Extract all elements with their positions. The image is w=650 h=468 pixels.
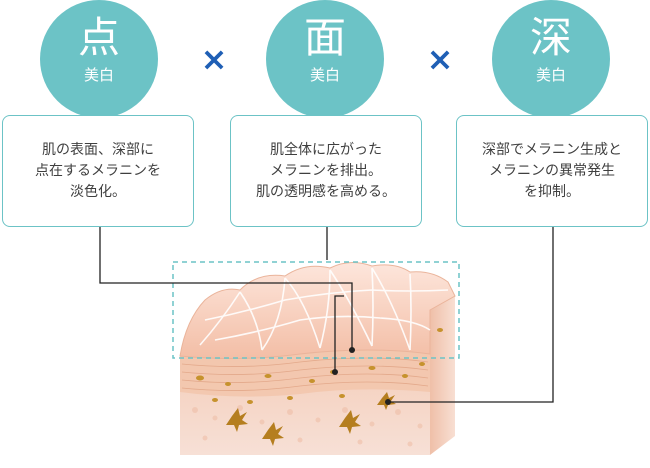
deep-desc-line-2: メラニンの異常発生 xyxy=(489,163,615,179)
connector-lines xyxy=(99,227,554,403)
point-desc-line-3: 淡色化。 xyxy=(70,184,126,200)
skin-surface xyxy=(179,262,456,360)
point-kanji: 点 xyxy=(77,13,120,62)
epidermis-band xyxy=(180,350,430,397)
connector-deep-a xyxy=(334,295,344,372)
deep-description-box: 深部でメラニン生成と メラニンの異常発生 を抑制。 xyxy=(456,115,648,227)
point-desc-line-1: 肌の表面、深部に xyxy=(42,142,154,158)
deep-desc-line-3: を抑制。 xyxy=(524,184,580,200)
deep-desc-line-1: 深部でメラニン生成と xyxy=(482,142,622,158)
surface-desc-line-2: メラニンを排出。 xyxy=(270,163,382,179)
point-label: 美白 xyxy=(83,66,114,84)
surface-label: 美白 xyxy=(309,66,340,84)
multiply-icon: × xyxy=(200,40,228,78)
epidermis-stripes xyxy=(181,357,429,391)
surface-whitening-circle: 面 美白 xyxy=(266,0,384,118)
connector-deep xyxy=(388,227,554,403)
skin-side-face xyxy=(430,296,455,455)
point-whitening-circle: 点 美白 xyxy=(40,0,158,118)
deep-label: 美白 xyxy=(535,66,566,84)
dermis-cells xyxy=(192,405,423,447)
point-desc-line-2: 点在するメラニンを xyxy=(35,163,161,179)
surface-desc-line-1: 肌全体に広がった xyxy=(270,142,382,158)
surface-kanji: 面 xyxy=(303,13,346,62)
point-description-box: 肌の表面、深部に 点在するメラニンを 淡色化。 xyxy=(2,115,194,227)
connector-point xyxy=(99,227,353,350)
surface-highlight-box xyxy=(172,261,460,359)
surface-cell-lines xyxy=(199,267,449,351)
surface-description-box: 肌全体に広がった メラニンを排出。 肌の透明感を高める。 xyxy=(230,115,422,227)
deep-kanji: 深 xyxy=(529,13,572,62)
deep-whitening-circle: 深 美白 xyxy=(492,0,610,118)
multiply-icon: × xyxy=(426,40,454,78)
connector-end-dots xyxy=(332,347,391,405)
surface-desc-line-3: 肌の透明感を高める。 xyxy=(256,184,396,200)
